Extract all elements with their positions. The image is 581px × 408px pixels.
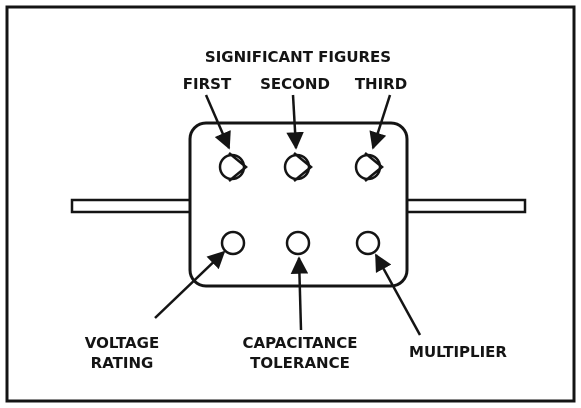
tolerance-label: TOLERANCE [250,354,350,372]
dot-first-figure [218,152,248,182]
dot-multiplier [355,230,381,256]
significant-figures-label: SIGNIFICANT FIGURES [205,48,391,66]
rating-label: RATING [91,354,154,372]
arrow-first [204,94,231,150]
second-label: SECOND [260,75,330,93]
left-lead [70,198,194,214]
third-label: THIRD [355,75,407,93]
arrow-voltage-rating [154,250,226,319]
right-lead [403,198,527,214]
first-label: FIRST [183,75,232,93]
dot-capacitance-tolerance [285,230,311,256]
arrow-third [369,94,392,150]
dot-second-figure [283,152,313,182]
arrow-multiplier [374,253,422,336]
outer-frame [5,5,576,403]
arrow-second [286,94,304,150]
dot-third-figure [354,152,384,182]
dot-voltage-rating [220,230,246,256]
voltage-label: VOLTAGE [85,334,159,352]
multiplier-label: MULTIPLIER [409,343,507,361]
capacitance-label: CAPACITANCE [243,334,358,352]
arrow-capacitance-tolerance [290,256,309,331]
